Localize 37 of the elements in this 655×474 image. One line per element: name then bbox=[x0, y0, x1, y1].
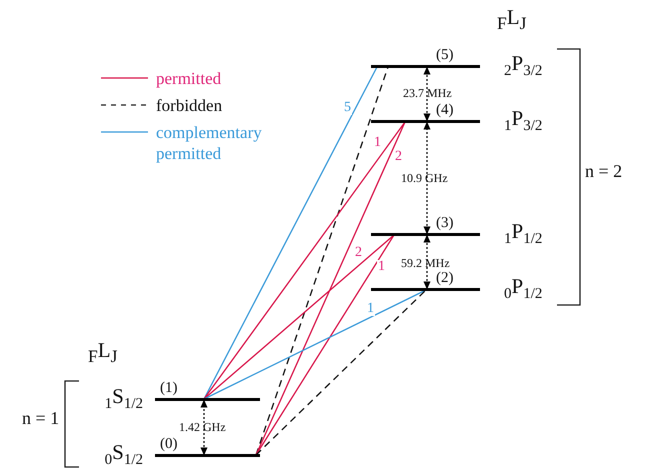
level-group-label: n = 1 bbox=[22, 409, 60, 427]
transition-line bbox=[255, 234, 395, 456]
legend-text: permitted bbox=[156, 68, 222, 89]
term-symbol: $_{1}$P$_{1/2}$ bbox=[504, 219, 542, 250]
level-number: (3) bbox=[436, 215, 454, 231]
transition-line bbox=[204, 234, 394, 400]
edge-label: 5 bbox=[343, 101, 352, 115]
frequency-label: 23.7 MHz bbox=[402, 86, 453, 100]
term-symbol: $_{0}$S$_{1/2}$ bbox=[104, 440, 143, 470]
level-number: (4) bbox=[436, 102, 454, 118]
frequency-label: 10.9 GHz bbox=[400, 171, 449, 185]
legend-text: forbidden bbox=[156, 95, 224, 116]
edge-label: 1 bbox=[366, 302, 375, 316]
splitting-arrow bbox=[424, 122, 430, 234]
term-symbol: $_{0}$P$_{1/2}$ bbox=[504, 274, 542, 304]
frequency-label: 1.42 GHz bbox=[178, 420, 227, 434]
legend-text: complementary permitted bbox=[156, 122, 263, 164]
splitting-arrow bbox=[424, 234, 430, 290]
term-symbol: $_{F}$L$_{J}$ bbox=[497, 7, 526, 33]
splitting-arrow bbox=[424, 66, 430, 122]
transition-line bbox=[203, 66, 378, 400]
term-symbol: $_{1}$S$_{1/2}$ bbox=[104, 384, 143, 414]
level-number: (0) bbox=[160, 436, 178, 452]
level-number: (1) bbox=[160, 380, 178, 396]
term-symbol: $_{1}$P$_{3/2}$ bbox=[504, 106, 542, 136]
transition-line bbox=[204, 289, 426, 400]
level-number: (2) bbox=[436, 270, 454, 286]
transition-line bbox=[255, 122, 406, 456]
term-symbol: $_{F}$L$_{J}$ bbox=[88, 340, 118, 366]
frequency-label: 59.2 MHz bbox=[400, 256, 451, 270]
level-number: (5) bbox=[436, 47, 454, 63]
level-group-label: n = 2 bbox=[585, 162, 622, 180]
transition-line bbox=[203, 122, 406, 400]
dashed-transition-line bbox=[255, 66, 389, 456]
term-symbol: $_{2}$P$_{3/2}$ bbox=[504, 51, 542, 82]
dashed-transition-line bbox=[256, 290, 426, 456]
splitting-arrow bbox=[200, 400, 208, 456]
